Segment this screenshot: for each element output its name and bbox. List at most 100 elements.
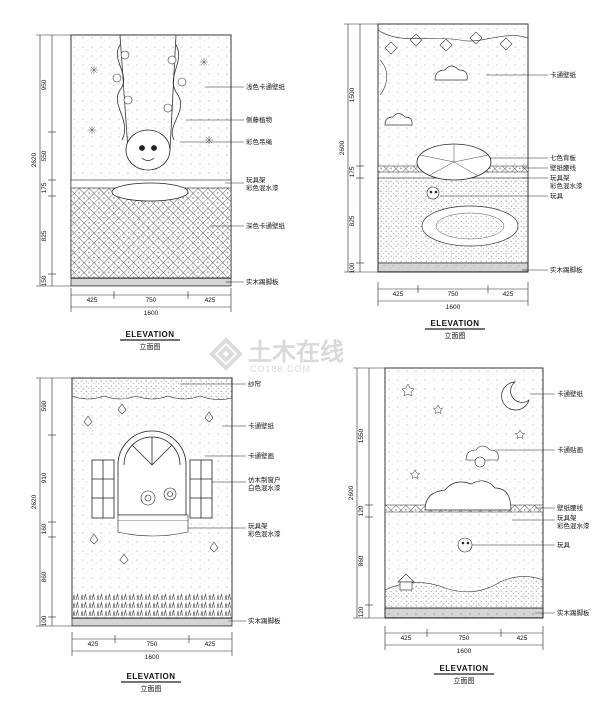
horizontal-dimensions [384, 626, 544, 650]
callout-2: 卡通壁纸 [248, 421, 275, 430]
dim-v-2: 910 [41, 472, 48, 483]
callout-5: 彩色混水漆 [550, 181, 583, 190]
toy-icon [426, 186, 440, 200]
dim-h-3: 425 [517, 635, 528, 642]
star-icons [401, 383, 526, 479]
callout-8: 实木踢脚板 [248, 616, 281, 625]
dim-h-total: 1600 [457, 648, 472, 655]
panel-subtitle: 立面图 [454, 676, 475, 685]
watermark: 土木在线 CO188.COM [209, 337, 344, 374]
callout-1: 卡通壁纸 [550, 70, 577, 79]
elevation-panel-2: 1500 175 825 100 2600 425 750 425 1600 卡… [339, 23, 583, 340]
horizontal-dimensions [70, 288, 232, 312]
dim-h-3: 425 [205, 641, 216, 648]
callout-leaders [180, 86, 244, 283]
callout-6: 玩具 [557, 541, 571, 549]
callout-3: 卡通壁画 [248, 451, 274, 460]
moon-icon [501, 381, 530, 411]
callout-1: 卡通壁纸 [557, 389, 584, 398]
callout-leaders [440, 74, 548, 271]
callout-7: 彩色混水漆 [248, 529, 281, 538]
dim-v-2: 175 [349, 166, 356, 177]
maple-leaf-icons [83, 403, 219, 565]
panel-title: ELEVATION [439, 664, 488, 673]
sunflower-icon [140, 487, 177, 506]
callout-3: 壁纸腰线 [557, 503, 584, 512]
dim-v-5: 100 [41, 615, 48, 626]
dim-v-3: 825 [349, 215, 356, 226]
dim-v-4: 120 [358, 606, 365, 617]
panel-title: ELEVATION [126, 672, 175, 681]
dim-v-total: 2600 [339, 140, 346, 155]
dim-h-1: 425 [393, 291, 404, 298]
elevation-panel-1: 950 550 175 825 150 2620 425 750 425 160… [31, 34, 286, 351]
dim-h-2: 750 [147, 641, 158, 648]
elevation-panel-3: 590 910 160 860 100 2620 425 750 425 160… [31, 377, 281, 693]
dim-h-1: 425 [87, 297, 98, 304]
horizontal-dimensions [377, 282, 529, 306]
dim-h-2: 750 [459, 635, 470, 642]
panel-subtitle: 立面图 [141, 684, 162, 693]
vine-leaves [112, 50, 187, 113]
dim-v-3: 860 [358, 555, 365, 566]
tree-leaves [377, 29, 529, 96]
toy-icon [457, 537, 473, 553]
watermark-site: CO188.COM [250, 364, 311, 374]
dim-v-4: 860 [41, 571, 48, 582]
callout-6: 深色卡通壁纸 [246, 221, 286, 230]
dim-h-3: 425 [503, 291, 514, 298]
dim-h-total: 1600 [446, 304, 461, 311]
callout-2: 七色背板 [550, 153, 577, 162]
dim-v-1: 590 [41, 400, 48, 411]
dim-v-2: 550 [41, 150, 48, 161]
dim-h-2: 750 [146, 297, 157, 304]
callout-5: 彩色混水漆 [557, 521, 590, 530]
callout-3: 彩色吊绳 [246, 137, 273, 146]
callout-3: 壁纸腰线 [550, 163, 577, 172]
sheer-curtain [71, 377, 233, 400]
dim-v-1: 1500 [349, 87, 356, 102]
dim-v-5: 150 [41, 275, 48, 286]
vertical-dimensions [36, 377, 72, 627]
dim-v-1: 950 [41, 79, 48, 90]
elevation-panel-4: 1550 120 860 120 2600 425 750 425 1600 卡… [348, 367, 590, 685]
watermark-logo-icon [209, 337, 243, 371]
callout-5: 彩色混水漆 [246, 183, 279, 192]
callout-6: 玩具架 [248, 522, 268, 530]
callout-6: 玩具 [550, 192, 564, 200]
panel-subtitle: 立面图 [445, 331, 466, 340]
vertical-dimensions [353, 367, 385, 619]
skirting-board [71, 617, 233, 627]
callout-5: 白色混水漆 [248, 483, 281, 492]
callout-leaders [472, 393, 555, 614]
house-icon [397, 573, 415, 591]
horizontal-dimensions [71, 632, 233, 656]
cartoon-snowflakes [88, 58, 213, 144]
dim-v-3: 160 [41, 523, 48, 534]
dim-v-4: 100 [349, 262, 356, 273]
callout-4: 玩具架 [550, 174, 570, 182]
grass-border [72, 592, 232, 618]
dim-h-1: 425 [401, 635, 412, 642]
cartoon-sticker [465, 445, 499, 468]
dim-v-total: 2620 [31, 494, 38, 509]
callout-7: 实木踢脚板 [550, 265, 583, 274]
toy-shelf [117, 514, 189, 522]
dim-v-4: 825 [41, 230, 48, 241]
watermark-brand: 土木在线 [248, 338, 344, 366]
dim-v-total: 2600 [348, 485, 355, 500]
dim-h-3: 425 [205, 297, 216, 304]
vertical-dimensions [36, 34, 71, 287]
callout-1: 浅色卡通壁纸 [246, 82, 286, 91]
dim-v-total: 2620 [31, 152, 38, 167]
callout-2: 卡通贴画 [557, 445, 583, 454]
toy-shelf [424, 480, 512, 511]
callout-leaders [180, 383, 246, 622]
dim-h-total: 1600 [145, 654, 160, 661]
dim-h-total: 1600 [144, 310, 159, 317]
dim-v-2: 120 [358, 505, 365, 516]
hill-landscape [384, 576, 544, 609]
panel-title: ELEVATION [430, 319, 479, 328]
dim-v-3: 175 [41, 182, 48, 193]
